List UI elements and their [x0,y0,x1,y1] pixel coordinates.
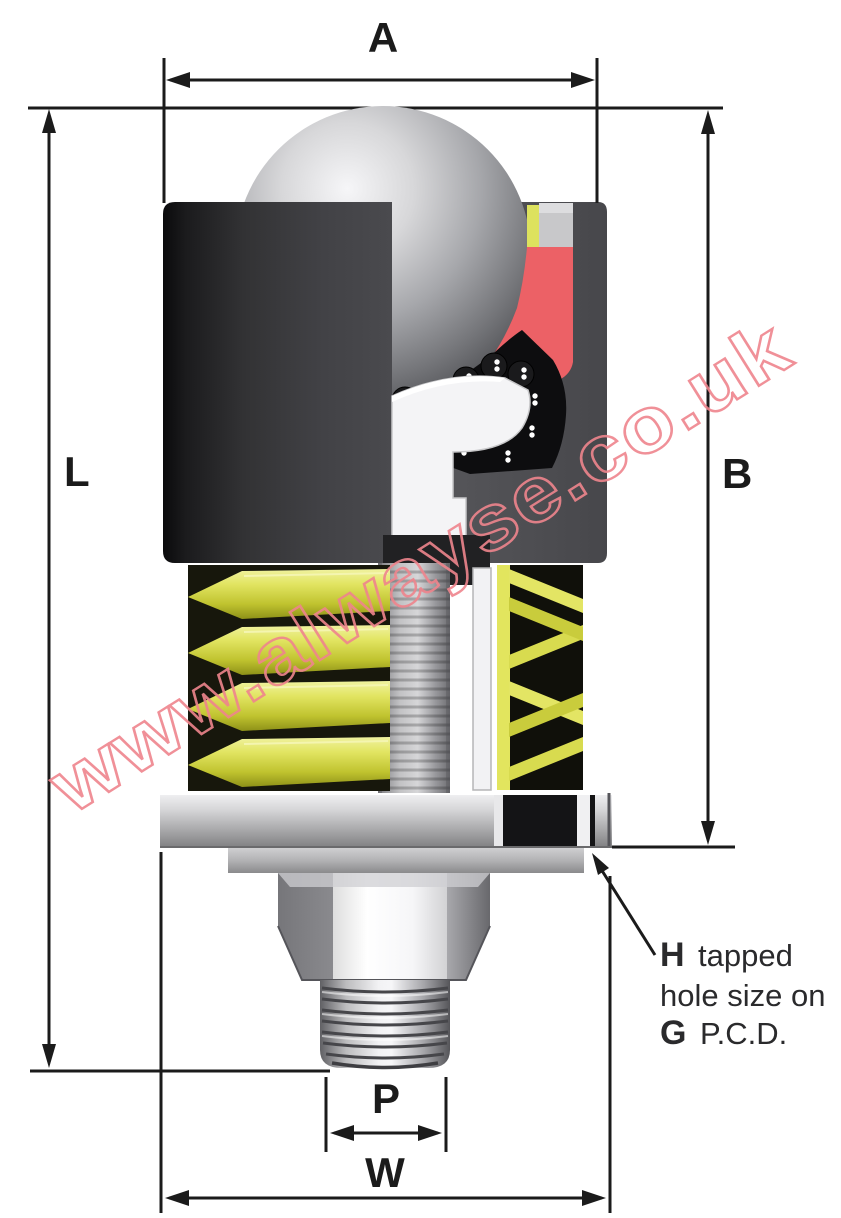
threaded-stud [320,980,450,1070]
disc-spring-stack-section [497,565,583,790]
dimension-a: A [162,14,599,203]
dimension-label-a: A [368,14,398,61]
disc-spring-stack-front [188,565,390,791]
dimension-l: L [42,109,90,1068]
retainer-gray-block [539,203,573,248]
annotation-line-1: H tapped [660,936,793,974]
annotation-line-3: G P.C.D. [660,1014,787,1052]
dimension-b: B [612,110,752,849]
flange-plate [160,793,612,848]
dimension-p: P [324,1075,448,1152]
rod-white-sleeve [472,567,492,791]
dimension-label-b: B [722,450,752,497]
annotation-h-g: H tapped hole size on G P.C.D. [592,853,825,1052]
seal-yellow-sliver [527,205,541,248]
housing-front-block [163,202,392,563]
dimension-label-l: L [64,448,90,495]
dimension-label-w: W [365,1149,405,1196]
dimension-w: W [159,852,612,1213]
flange-boss [228,848,584,873]
hex-nut [277,873,491,981]
inner-cup-white [391,375,531,537]
annotation-line-2: hole size on [660,978,825,1013]
dimension-label-p: P [372,1075,400,1122]
